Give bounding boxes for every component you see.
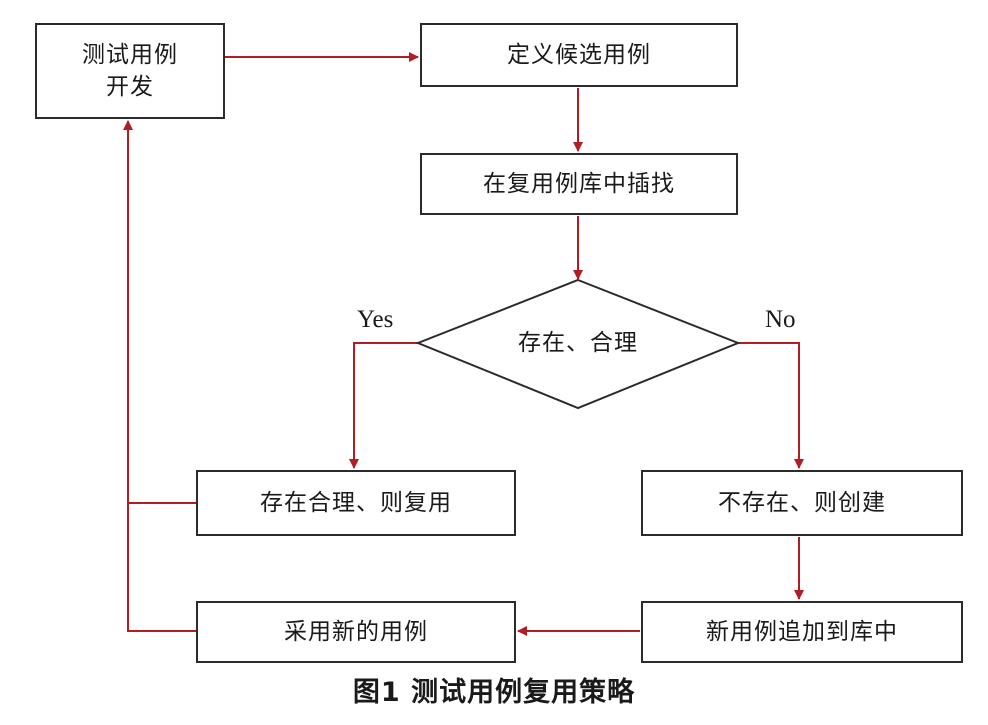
branch-label-no: No: [765, 306, 796, 333]
arrow-yes-to-reuse: [349, 342, 418, 469]
decision-diamond: [415, 278, 741, 410]
node-search-reuse-library: 在复用例库中插找: [420, 153, 738, 215]
arrow-no-to-create: [738, 342, 804, 469]
node-reuse-existing: 存在合理、则复用: [196, 470, 516, 536]
node-append-to-library: 新用例追加到库中: [641, 601, 963, 663]
node-create-new: 不存在、则创建: [641, 470, 963, 536]
decision-label: 存在、合理: [518, 330, 638, 356]
node-append-to-library-label: 新用例追加到库中: [706, 619, 898, 645]
node-test-case-development-line2: 开发: [106, 74, 154, 100]
node-search-reuse-library-label: 在复用例库中插找: [483, 171, 675, 197]
line-adopt-to-trunk: [127, 503, 196, 632]
node-test-case-development: 测试用例 开发: [35, 23, 225, 119]
node-test-case-development-line1: 测试用例: [82, 42, 178, 68]
node-define-candidate-cases-label: 定义候选用例: [507, 42, 651, 68]
branch-label-yes: Yes: [357, 306, 394, 333]
node-adopt-new-case-label: 采用新的用例: [284, 619, 428, 645]
node-define-candidate-cases: 定义候选用例: [420, 23, 738, 87]
figure-caption: 图1 测试用例复用策略: [352, 677, 636, 708]
node-reuse-existing-label: 存在合理、则复用: [260, 490, 452, 516]
node-adopt-new-case: 采用新的用例: [196, 601, 516, 663]
node-create-new-label: 不存在、则创建: [718, 490, 886, 516]
